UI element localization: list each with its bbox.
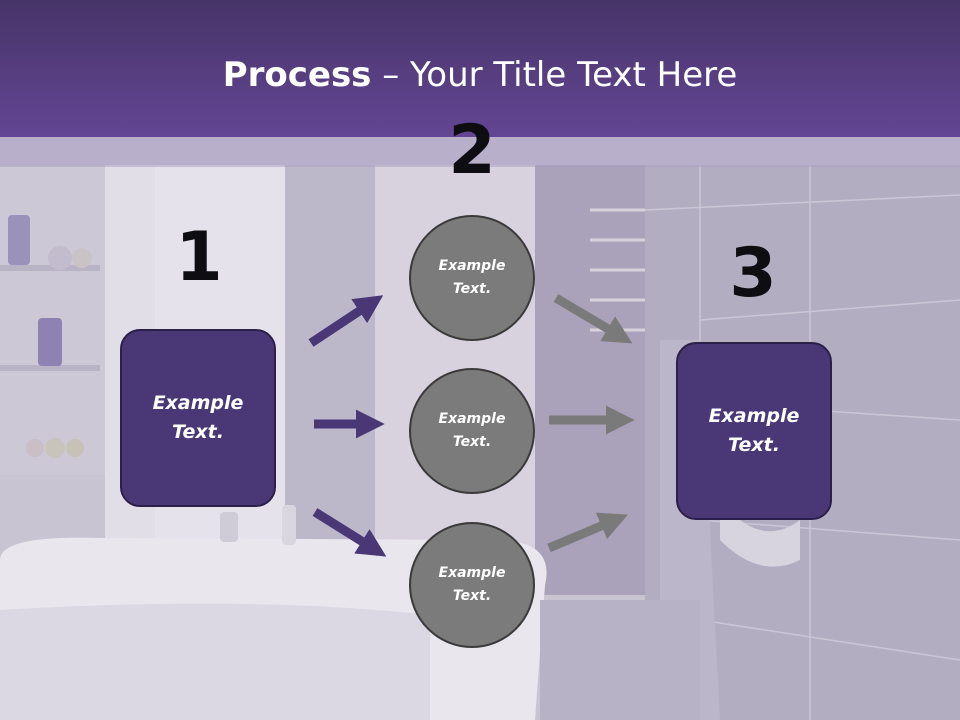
slide-title-rest: – Your Title Text Here <box>371 55 738 95</box>
title-bar <box>0 0 960 137</box>
circle-middle-text: Example Text. <box>438 411 506 450</box>
step-2-circle-bottom: Example Text. <box>409 522 535 648</box>
circle-top-text: Example Text. <box>438 258 506 297</box>
title-bar-strip <box>0 137 960 167</box>
step-3-box-text: Example Text. <box>708 405 800 456</box>
arrow-from-circle-3 <box>547 512 628 553</box>
arrow-to-circle-3 <box>312 508 387 557</box>
step-number-2: 2 <box>448 111 496 190</box>
step-2-circle-top: Example Text. <box>409 215 535 341</box>
slide-title-bold: Process <box>222 55 372 95</box>
step-1-box: Example Text. <box>120 329 276 507</box>
step-1-box-text: Example Text. <box>152 392 244 443</box>
step-number-3: 3 <box>729 234 777 313</box>
step-2-circle-middle: Example Text. <box>409 368 535 494</box>
circle-bottom-text: Example Text. <box>438 565 506 604</box>
step-number-1: 1 <box>175 218 223 297</box>
arrow-to-circle-1 <box>308 295 384 347</box>
arrow-from-circle-1 <box>553 294 633 344</box>
step-3-box: Example Text. <box>676 342 832 520</box>
slide-title: Process – Your Title Text Here <box>0 52 960 98</box>
